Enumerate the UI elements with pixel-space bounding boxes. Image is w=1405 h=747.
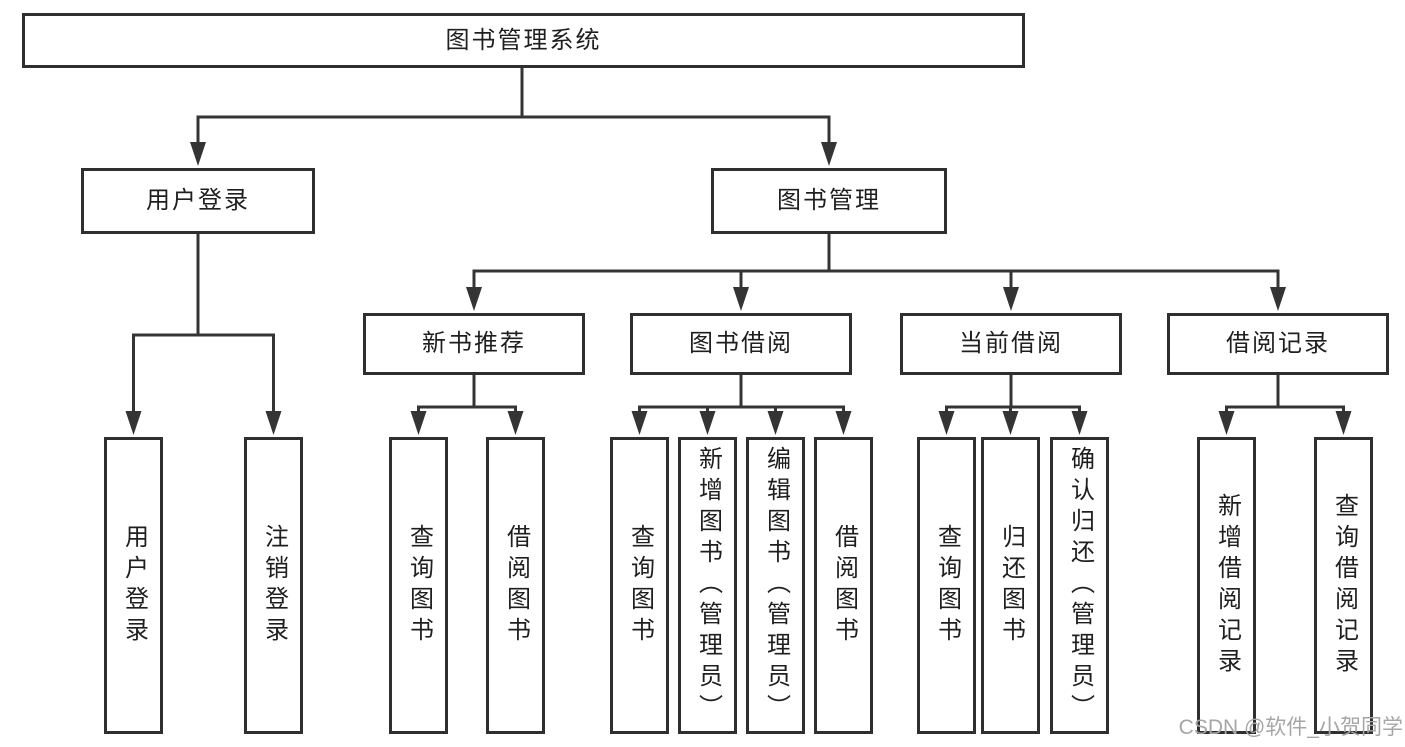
node-leaf-query-books-current: 查询图书	[917, 437, 976, 734]
node-leaf-label: 查询借阅记录	[1330, 492, 1358, 679]
node-leaf-add-borrow-record: 新增借阅记录	[1197, 437, 1256, 734]
connector-book-management	[472, 234, 1280, 295]
arrowhead	[1002, 411, 1019, 435]
arrowhead	[835, 411, 852, 435]
node-book-borrowing: 图书借阅	[630, 313, 852, 375]
node-leaf-label: 确认归还（管理员）	[1066, 446, 1094, 725]
node-leaf-query-books-recommend: 查询图书	[389, 437, 448, 734]
node-new-book-recommend-label: 新书推荐	[422, 330, 526, 357]
arrowhead	[1071, 411, 1088, 435]
arrowhead	[699, 411, 716, 435]
node-leaf-borrow-books-borrowing: 借阅图书	[814, 437, 873, 734]
node-leaf-label: 新增借阅记录	[1213, 492, 1241, 679]
arrowhead	[821, 142, 837, 166]
node-leaf-query-borrow-record: 查询借阅记录	[1314, 437, 1373, 734]
node-user-login-label: 用户登录	[146, 187, 250, 214]
arrowhead	[1003, 287, 1019, 311]
node-book-management: 图书管理	[711, 168, 947, 234]
node-book-borrowing-label: 图书借阅	[689, 330, 793, 357]
node-leaf-user-login: 用户登录	[104, 437, 163, 734]
arrowhead	[938, 411, 955, 435]
connector-user-login	[132, 234, 275, 419]
node-root-label: 图书管理系统	[445, 26, 602, 54]
arrowhead	[1270, 287, 1286, 311]
node-borrowing-records: 借阅记录	[1167, 313, 1389, 375]
node-leaf-logout: 注销登录	[244, 437, 303, 734]
arrowhead	[265, 411, 282, 435]
node-leaf-edit-books-admin: 编辑图书（管理员）	[746, 437, 805, 734]
node-current-borrowing-label: 当前借阅	[959, 330, 1063, 357]
node-leaf-label: 借阅图书	[830, 523, 858, 648]
node-leaf-add-books-admin: 新增图书（管理员）	[678, 437, 737, 734]
arrowhead	[466, 287, 482, 311]
node-leaf-label: 查询图书	[933, 523, 961, 648]
node-leaf-return-books: 归还图书	[981, 437, 1040, 734]
node-leaf-label: 查询图书	[405, 523, 433, 648]
connector-borrowing-records	[1225, 375, 1345, 419]
connector-book-borrowing	[638, 375, 845, 419]
node-leaf-label: 新增图书（管理员）	[694, 446, 722, 725]
node-current-borrowing: 当前借阅	[900, 313, 1122, 375]
node-leaf-label: 借阅图书	[502, 523, 530, 648]
arrowhead	[767, 411, 784, 435]
node-leaf-label: 归还图书	[997, 523, 1025, 648]
arrowhead	[733, 287, 749, 311]
arrowhead	[1335, 411, 1352, 435]
node-new-book-recommend: 新书推荐	[363, 313, 585, 375]
node-borrowing-records-label: 借阅记录	[1226, 330, 1330, 357]
node-leaf-confirm-return-admin: 确认归还（管理员）	[1050, 437, 1109, 734]
connector-root	[196, 68, 831, 150]
node-leaf-label: 查询图书	[626, 523, 654, 648]
node-leaf-query-books-borrowing: 查询图书	[610, 437, 669, 734]
node-user-login: 用户登录	[81, 168, 315, 234]
node-leaf-label: 编辑图书（管理员）	[762, 446, 790, 725]
arrowhead	[125, 411, 142, 435]
arrowhead	[1218, 411, 1235, 435]
node-book-management-label: 图书管理	[777, 187, 881, 214]
node-leaf-label: 注销登录	[260, 523, 288, 648]
csdn-watermark: CSDN @软件_小贺同学	[1178, 716, 1403, 739]
node-root: 图书管理系统	[22, 13, 1025, 68]
arrowhead	[410, 411, 427, 435]
arrowhead	[507, 411, 524, 435]
arrowhead	[190, 142, 206, 166]
node-leaf-label: 用户登录	[120, 523, 148, 648]
node-leaf-borrow-books-recommend: 借阅图书	[486, 437, 545, 734]
connector-new-book-recommend	[417, 375, 517, 419]
arrowhead	[631, 411, 648, 435]
